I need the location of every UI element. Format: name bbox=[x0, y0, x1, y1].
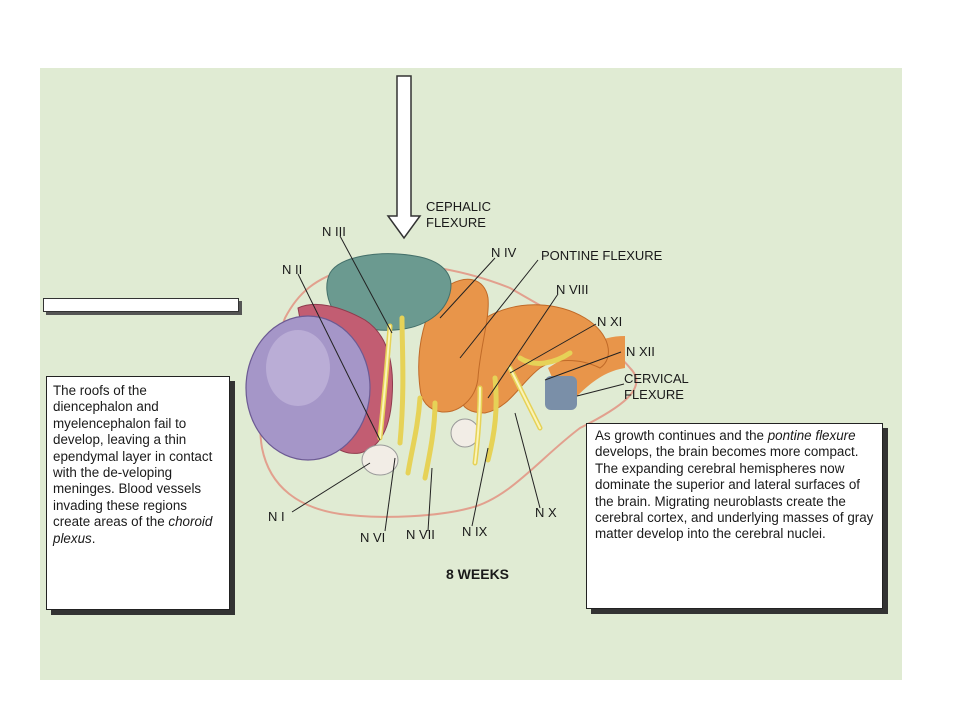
label-cervical-flexure: CERVICAL FLEXURE bbox=[624, 371, 689, 402]
right-caption-italic: pontine flexure bbox=[767, 428, 856, 443]
label-pontine-flexure: PONTINE FLEXURE bbox=[541, 248, 663, 263]
leader-lines bbox=[291, 235, 625, 532]
left-caption-italic: choroid plexus bbox=[53, 514, 213, 546]
label-n7: N VII bbox=[406, 527, 435, 542]
label-n2: N II bbox=[282, 262, 303, 277]
right-caption-part1: As growth continues and the bbox=[595, 428, 768, 443]
nerve-highlights bbox=[379, 325, 541, 464]
label-cephalic-flexure: CEPHALIC FLEXURE bbox=[426, 199, 492, 230]
label-n8: N VIII bbox=[556, 282, 589, 297]
olfactory-bulb bbox=[361, 444, 399, 476]
pontine-flexure-caption: As growth continues and the pontine flex… bbox=[586, 423, 883, 609]
left-caption-text: The roofs of the diencephalon and myelen… bbox=[53, 383, 223, 547]
left-caption-part1: The roofs of the diencephalon and myelen… bbox=[53, 383, 213, 530]
left-caption-part2: . bbox=[91, 530, 96, 546]
hemisphere-highlight bbox=[266, 330, 330, 406]
label-n10: N X bbox=[535, 505, 557, 520]
right-caption-text: As growth continues and the pontine flex… bbox=[595, 428, 874, 543]
label-n6: N VI bbox=[360, 530, 386, 545]
label-n4: N IV bbox=[491, 245, 517, 260]
age-label: 8 WEEKS bbox=[446, 566, 510, 582]
label-n3: N III bbox=[322, 224, 346, 239]
label-n11: N XI bbox=[597, 314, 623, 329]
spinal-cord-cut bbox=[545, 376, 577, 410]
right-caption-part2: develops, the brain becomes more compact… bbox=[595, 444, 874, 542]
choroid-plexus-caption: The roofs of the diencephalon and myelen… bbox=[46, 376, 230, 610]
blank-label-bar bbox=[43, 298, 239, 312]
cephalic-flexure-arrow bbox=[386, 75, 422, 240]
label-n1: N I bbox=[268, 509, 285, 524]
label-n9: N IX bbox=[462, 524, 488, 539]
brain-diagram bbox=[245, 75, 638, 532]
label-n12: N XII bbox=[626, 344, 655, 359]
